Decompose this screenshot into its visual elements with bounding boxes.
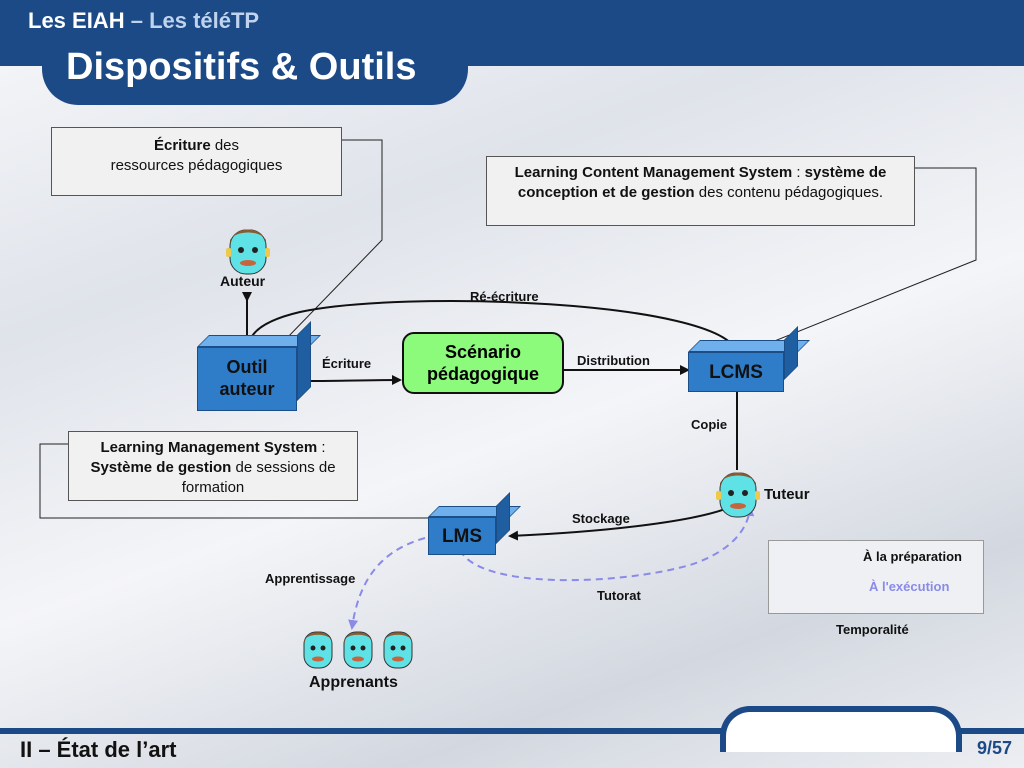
footer-section: II – État de l’art: [20, 737, 177, 762]
page-total: 57: [991, 738, 1012, 758]
legend-title: Temporalité: [836, 622, 909, 637]
page-title: Dispositifs & Outils: [66, 46, 417, 88]
lms-def-bold2: Système de gestion: [90, 459, 232, 476]
lcms-callout-line: [761, 167, 977, 347]
tuteur-label: Tuteur: [764, 486, 810, 503]
legend-execution-label: À l'exécution: [869, 579, 950, 594]
lms-def-bold1: Learning Management System: [100, 439, 318, 456]
lms-definition-box: Learning Management System : Système de …: [68, 431, 358, 501]
lms-def-rest: de sessions de formation: [181, 459, 336, 496]
auteur-label: Auteur: [220, 273, 266, 289]
copie-label: Copie: [691, 417, 728, 432]
footer-tab: [720, 706, 962, 752]
scenario-line1: Scénario: [444, 342, 522, 362]
header-section: Les EIAH: [28, 8, 125, 33]
ecriture-callout-line: [284, 139, 383, 341]
lcms-def-bold2: système de conception et de gestion: [517, 164, 887, 201]
lcms-definition-box: Learning Content Management System : sys…: [486, 156, 915, 226]
ecriture-box-rest2: ressources pédagogiques: [110, 157, 283, 174]
lms-node: LMS: [428, 517, 496, 555]
title-tab: [42, 38, 468, 105]
apprentissage-label: Apprentissage: [265, 571, 356, 586]
stockage-label: Stockage: [572, 511, 630, 526]
header-breadcrumb: Les EIAH – Les téléTP: [28, 8, 259, 34]
lcms-def-bold1: Learning Content Management System: [514, 164, 793, 181]
outil-auteur-node: Outil auteur: [197, 347, 297, 411]
scenario-line2: pédagogique: [427, 364, 539, 384]
apprenant-face-icon: [343, 631, 373, 669]
apprentissage-arrow: [348, 537, 426, 630]
tutorat-arrow: [459, 506, 755, 582]
scenario-node: Scénario pédagogique: [402, 332, 564, 394]
tuteur-face-icon: [716, 472, 760, 518]
apprenants-label: Apprenants: [309, 674, 398, 691]
stockage-arrow: [508, 504, 736, 541]
lcms-def-sep: :: [792, 164, 805, 181]
ecriture-label: Écriture: [322, 356, 372, 371]
page-counter: 9/57: [976, 738, 1012, 758]
legend-preparation-label: À la préparation: [863, 549, 962, 564]
temporality-legend: [768, 540, 984, 614]
lcms-def-rest: des contenu pédagogiques.: [694, 184, 884, 201]
apprenant-face-icon: [303, 631, 333, 669]
outil-line2: auteur: [219, 379, 275, 399]
header-separator: –: [124, 8, 150, 33]
ecriture-box-rest1: des: [210, 137, 240, 154]
ecriture-box-bold: Écriture: [153, 137, 211, 154]
lms-callout-line: [39, 443, 428, 519]
footer-bar: [0, 728, 1024, 734]
distribution-label: Distribution: [577, 353, 650, 368]
reecriture-label: Ré-écriture: [470, 289, 539, 304]
auteur-face-icon: [226, 229, 270, 275]
tutorat-label: Tutorat: [597, 588, 641, 603]
header-subsection: Les téléTP: [149, 8, 260, 33]
page-number: 9: [976, 738, 987, 758]
lcms-node: LCMS: [688, 352, 784, 392]
apprenant-face-icon: [383, 631, 413, 669]
lms-def-sep: :: [317, 439, 326, 456]
ecriture-box: Écriture des ressources pédagogiques: [51, 127, 342, 196]
outil-line1: Outil: [226, 357, 268, 377]
